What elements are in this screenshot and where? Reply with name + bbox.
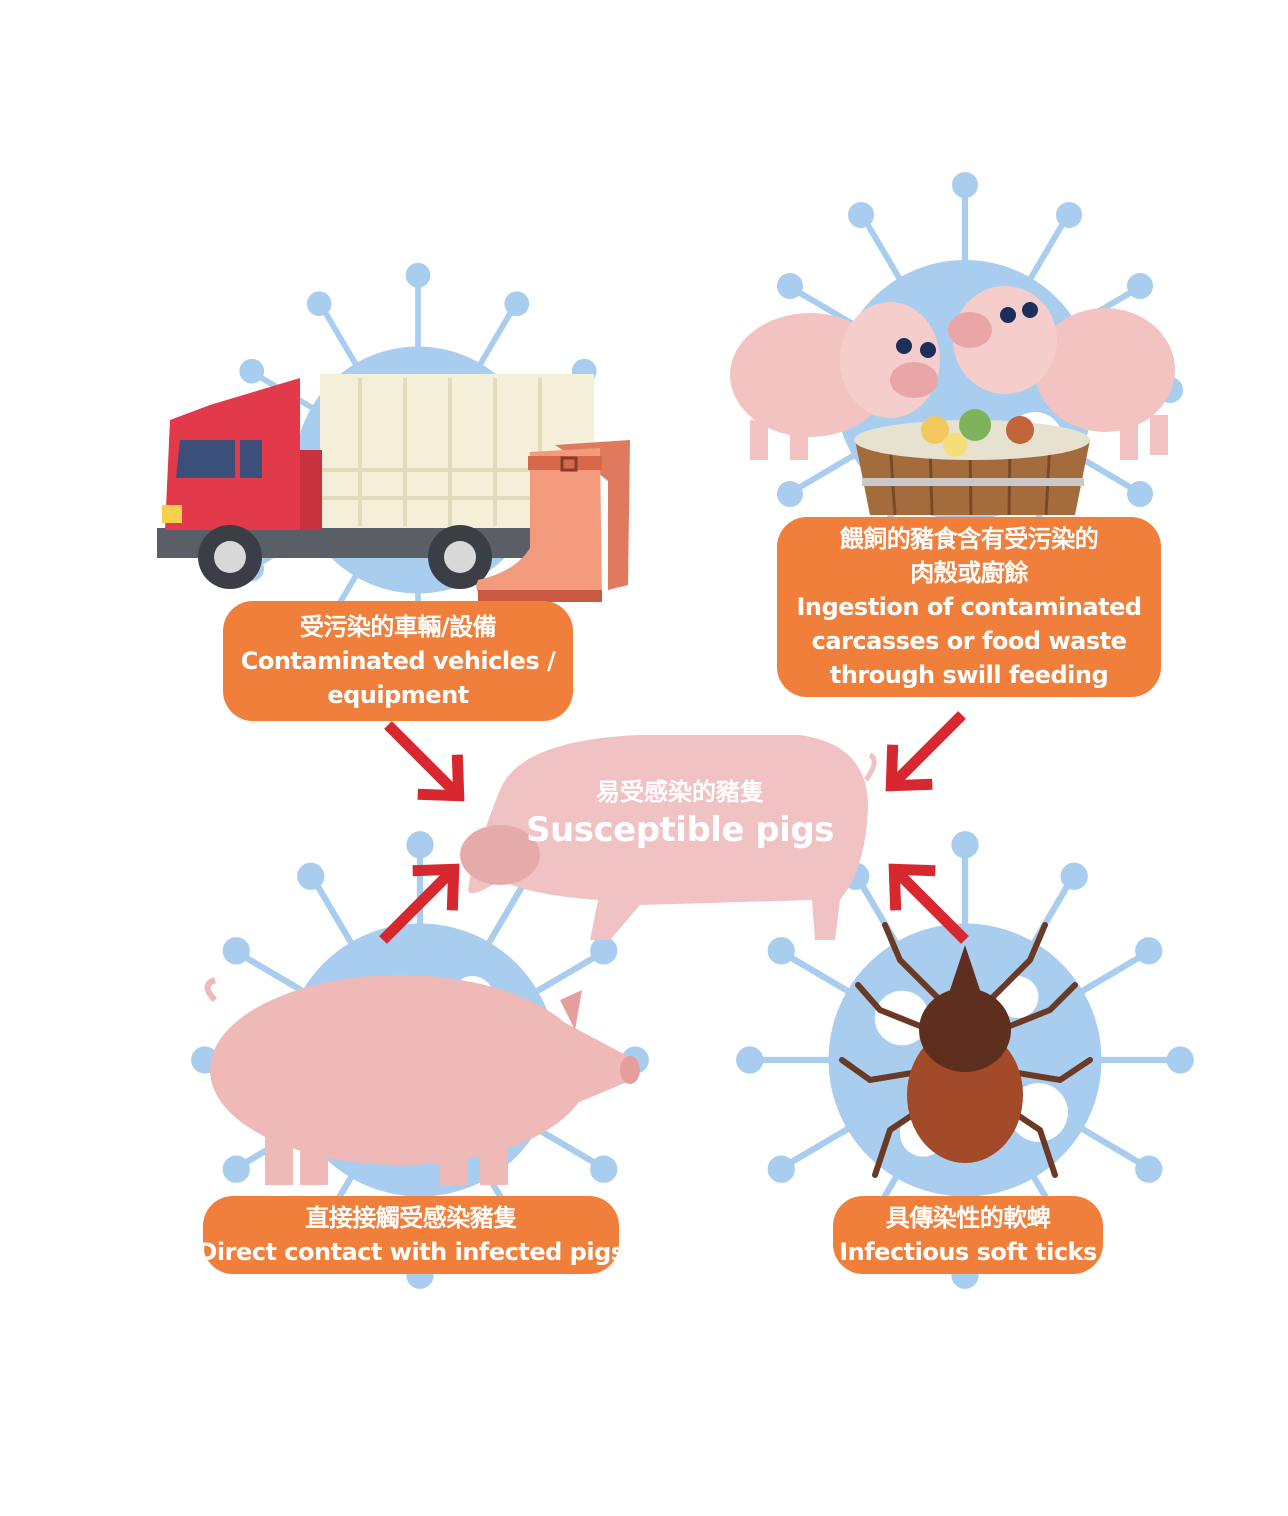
label-vehicles-zh: 受污染的車輛/設備 xyxy=(299,613,497,641)
label-swill: 餵飼的豬食含有受污染的 肉殼或廚餘 Ingestion of contamina… xyxy=(777,517,1161,697)
arrow-swill-to-pig xyxy=(871,695,981,805)
label-swill-en-2: carcasses or food waste xyxy=(811,627,1127,655)
center-label-en: Susceptible pigs xyxy=(526,810,834,850)
label-swill-zh-2: 肉殼或廚餘 xyxy=(910,559,1028,587)
label-contact-zh: 直接接觸受感染豬隻 xyxy=(305,1204,517,1232)
label-swill-en-3: through swill feeding xyxy=(829,661,1109,689)
boots-icon xyxy=(476,440,630,602)
label-vehicles: 受污染的車輛/設備 Contaminated vehicles / equipm… xyxy=(223,601,573,721)
label-ticks-zh: 具傳染性的軟蜱 xyxy=(885,1204,1051,1232)
tick-icon xyxy=(839,922,1093,1178)
label-swill-zh-1: 餵飼的豬食含有受污染的 xyxy=(839,525,1099,553)
arrow-vehicles-to-pig xyxy=(368,705,478,815)
infected-pig-icon xyxy=(204,975,640,1185)
label-swill-en-1: Ingestion of contaminated xyxy=(796,593,1142,621)
label-ticks: 具傳染性的軟蜱 Infectious soft ticks xyxy=(833,1196,1103,1274)
label-vehicles-en-1: Contaminated vehicles / xyxy=(240,647,556,675)
label-contact: 直接接觸受感染豬隻 Direct contact with infected p… xyxy=(197,1196,625,1274)
center-label-zh: 易受感染的豬隻 xyxy=(596,778,764,806)
swill-pigs-icon xyxy=(730,286,1175,516)
label-contact-en: Direct contact with infected pigs xyxy=(197,1238,625,1266)
susceptible-pig-icon xyxy=(460,735,877,940)
label-ticks-en: Infectious soft ticks xyxy=(839,1238,1097,1266)
truck-icon xyxy=(157,374,594,589)
label-vehicles-en-2: equipment xyxy=(327,681,469,709)
